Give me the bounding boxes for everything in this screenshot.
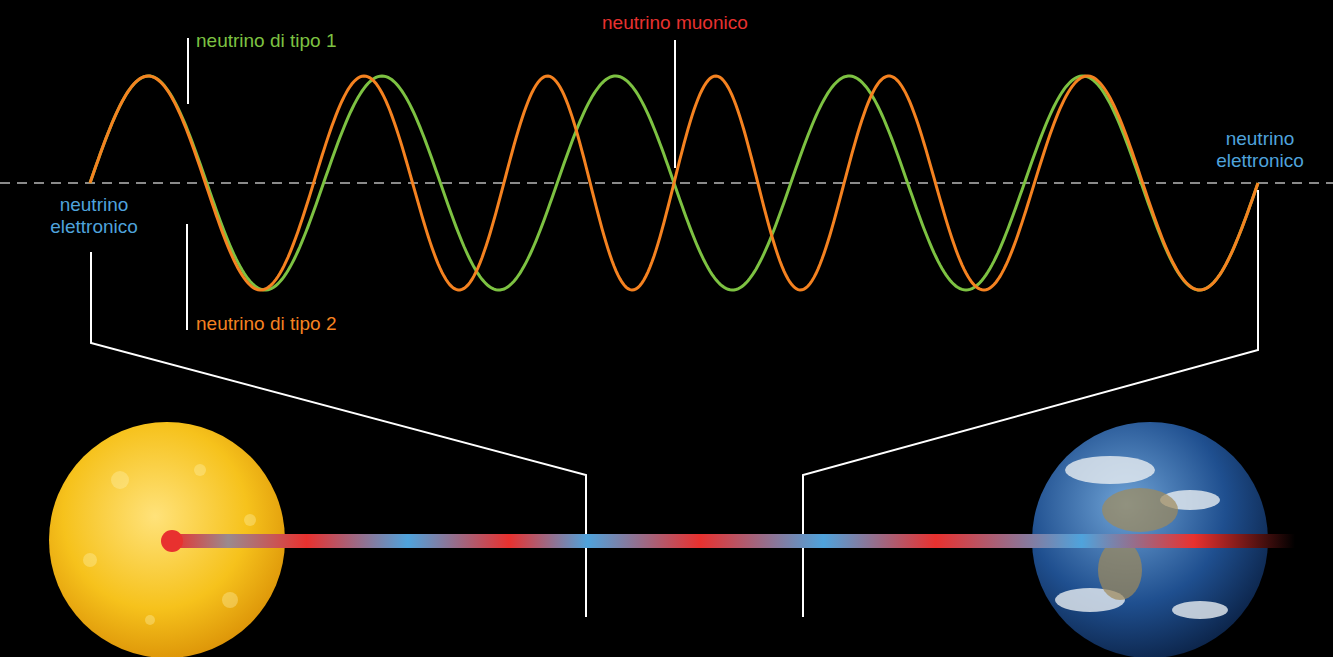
wave-label: neutrino di tipo 2 (194, 313, 339, 335)
wave-label: neutrino di tipo 1 (194, 30, 339, 52)
flavor-label: neutrino muonico (600, 12, 750, 34)
flavor-label: neutrino elettronico (1198, 128, 1322, 172)
axis-line (0, 182, 1333, 184)
flavor-label: neutrino elettronico (32, 194, 156, 238)
source-dot (161, 530, 183, 552)
neutrino-beam (172, 534, 1295, 548)
